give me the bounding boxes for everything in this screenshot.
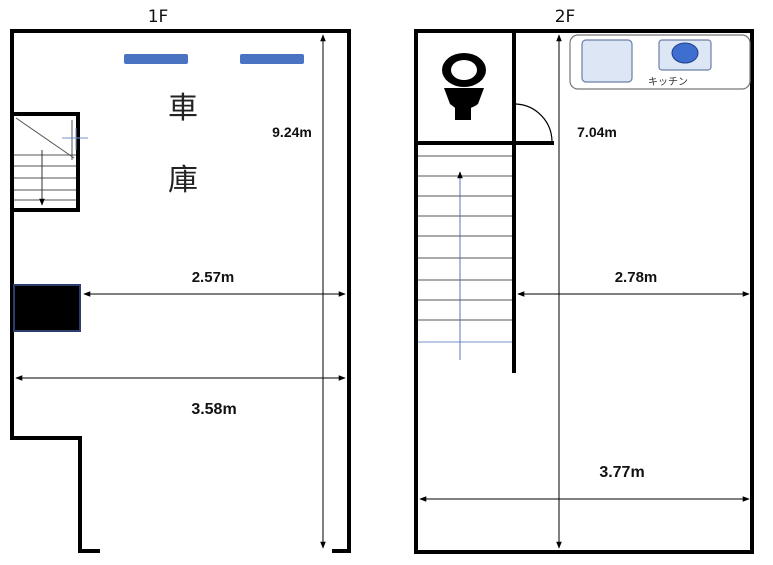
floor-1f-window-right [240,54,304,64]
floor-1f-equipment-block [13,284,81,332]
floor-1f-inner-width-label: 2.57m [192,269,235,286]
floor-2f-depth-label: 7.04m [577,124,617,140]
floor-1f-depth-label: 9.24m [272,124,312,140]
floor-2f-door-swing [515,103,553,143]
floor-1f-window-left [124,54,188,64]
floor-1f: 1F 車 庫 9.24m 2.57m [10,7,351,553]
garage-char-2: 庫 [168,163,198,198]
garage-char-1: 車 [168,91,198,126]
floor-2f-label: 2F [555,7,576,27]
kitchen-label: キッチン [648,76,688,88]
kitchen-sink [581,39,633,83]
floor-2f-stairs [418,155,512,360]
floor-1f-label: 1F [148,7,169,27]
floor-2f-width-label: 3.77m [599,464,644,481]
floor-1f-outer-wall [10,29,351,553]
floor-1f-stairs [10,112,88,212]
floor-2f-inner-width-label: 2.78m [615,269,658,286]
floor-2f-outer-wall [414,29,754,554]
stove-burner-icon [671,42,699,64]
toilet-icon [442,53,486,120]
kitchen-counter: キッチン [569,34,751,90]
floor-1f-width-label: 3.58m [191,401,236,418]
floor-2f: 2F キッチン [414,7,754,554]
